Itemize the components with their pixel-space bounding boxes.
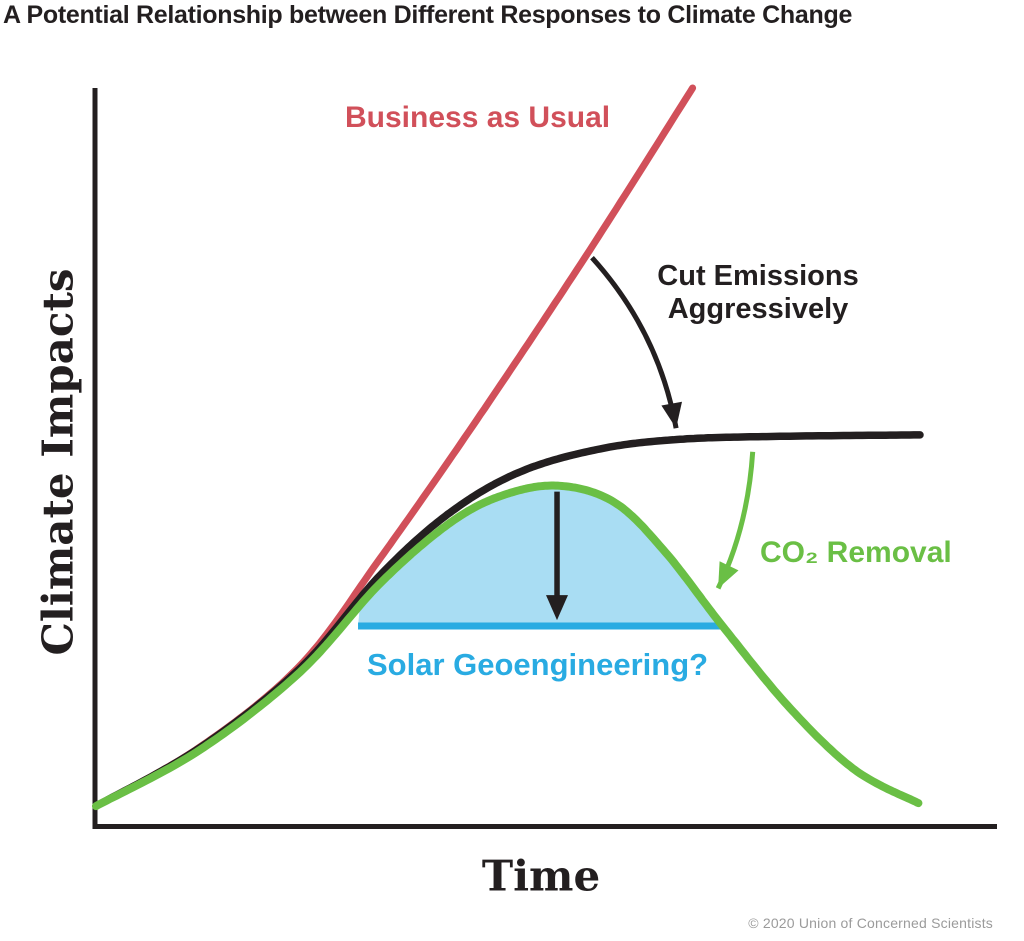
label-solar-geoengineering: Solar Geoengineering? xyxy=(367,647,709,682)
figure-title: A Potential Relationship between Differe… xyxy=(3,1,853,29)
label-cut-emissions-aggressively: Cut Emissions Aggressively xyxy=(657,260,859,325)
solar-geoengineering-arrow-head xyxy=(546,595,568,621)
co2-removal-arrow-head xyxy=(718,561,739,589)
copyright-notice: © 2020 Union of Concerned Scientists xyxy=(748,915,993,931)
curve-co2-removal xyxy=(92,481,923,811)
label-co2-removal: CO₂ Removal xyxy=(760,536,952,569)
cut-emissions-arrow-head xyxy=(661,401,682,429)
label-business-as-usual: Business as Usual xyxy=(345,101,611,134)
x-axis-label: Time xyxy=(481,851,601,901)
y-axis-label: Climate Impacts xyxy=(33,268,83,656)
axes xyxy=(92,88,997,829)
